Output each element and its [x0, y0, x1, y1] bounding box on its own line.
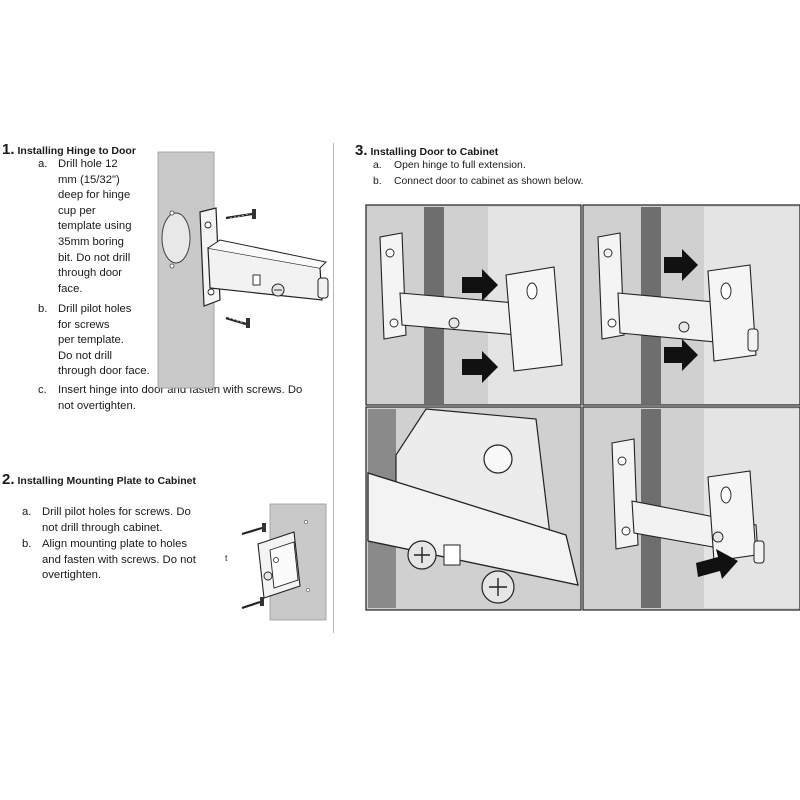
plate-hole [607, 318, 617, 328]
stray-mark: t [225, 553, 228, 563]
mounting-plate-inner [269, 541, 299, 589]
plate-hole [273, 557, 279, 563]
pilot-hole [304, 520, 308, 524]
step-line: Do not drill [58, 349, 112, 362]
pilot-hole [306, 588, 310, 592]
step-line: overtighten. [42, 569, 102, 582]
plate-screw [263, 571, 273, 581]
step-text: Connect door to cabinet as shown below. [394, 176, 584, 187]
step-line: face. [58, 282, 83, 295]
step-marker: a. [373, 160, 382, 171]
hinge-slot-closeup [443, 544, 461, 566]
mounting-plate-illustration [241, 503, 327, 621]
screw-bottom [241, 597, 264, 610]
section2-title: Installing Mounting Plate to Cabinet [17, 475, 197, 487]
hinge-end-cap [317, 277, 329, 299]
arrow-icon [462, 269, 498, 301]
plate-slot [720, 282, 732, 300]
step-line: deep for hinge [58, 189, 131, 202]
step-line: Drill pilot holes [58, 303, 132, 315]
column-divider [333, 143, 334, 633]
step-line: bit. Do not drill [58, 251, 131, 264]
section3-step-a: a. Open hinge to full extension. [373, 158, 773, 174]
hinge-arm [207, 247, 323, 301]
adjustment-screw [712, 531, 724, 543]
section3-title: Installing Door to Cabinet [370, 146, 499, 158]
step-line: through door [58, 267, 123, 280]
plate-hole [621, 526, 631, 536]
section2-number: 2. [2, 471, 15, 488]
step-marker: a. [38, 158, 48, 170]
step-marker: a. [22, 506, 32, 518]
step-line: not overtighten. [58, 399, 136, 412]
section1-title: Installing Hinge to Door [17, 145, 136, 157]
arrow-icon [664, 339, 698, 371]
arrow-icon [696, 549, 738, 579]
hinge-arm-closeup [367, 472, 579, 586]
mounting-plate [707, 470, 757, 562]
step-line: template using [58, 220, 132, 233]
step-line: Drill pilot holes for screws. Do [42, 506, 191, 518]
pilot-hole [169, 210, 175, 216]
plate-hole [603, 248, 613, 258]
hinge-end-cap [747, 328, 759, 352]
phillips-cross [414, 547, 430, 563]
section3-step-b: b. Connect door to cabinet as shown belo… [373, 174, 773, 190]
screw-bottom [225, 316, 250, 328]
pilot-hole [169, 263, 175, 269]
phillips-cross [489, 578, 507, 596]
section2-heading: 2.Installing Mounting Plate to Cabinet [2, 471, 196, 488]
section3-heading: 3.Installing Door to Cabinet [355, 142, 498, 159]
plate-slot-closeup [483, 444, 513, 474]
step-line: and fasten with screws. Do not [42, 553, 196, 566]
step-line: through door face. [58, 365, 150, 378]
step-line: not drill through cabinet. [42, 521, 163, 534]
step-line: cup per [58, 204, 96, 217]
plate-slot [526, 282, 538, 300]
step-line: Insert hinge into door and fasten with s… [58, 384, 303, 396]
section3-number: 3. [355, 142, 368, 159]
step-line: Align mounting plate to holes [42, 538, 188, 550]
cup-hole [161, 212, 191, 264]
plate-slot [720, 486, 732, 504]
adjustment-screw [448, 317, 460, 329]
step-line: Drill hole 12 [58, 158, 118, 170]
step-line: for screws [58, 318, 110, 331]
hinge-plate [597, 232, 625, 340]
mounting-plate [505, 266, 563, 372]
plate-hole [385, 248, 395, 258]
hinge-to-door-illustration [157, 151, 329, 389]
step-line: per template. [58, 334, 124, 347]
adjustment-screw [678, 321, 690, 333]
hinge-plate [611, 438, 639, 550]
hinge-arm-top [207, 239, 328, 269]
arrow-icon [664, 249, 698, 281]
arrow-icon [462, 351, 498, 383]
step-marker: c. [38, 384, 47, 396]
door-to-cabinet-grid [365, 204, 800, 611]
plate-screw-hole [207, 288, 215, 296]
step-line: mm (15/32") [58, 173, 120, 186]
hinge-end-cap [753, 540, 765, 564]
step-marker: b. [22, 538, 32, 550]
plate-hole [389, 318, 399, 328]
mounting-plate [707, 264, 757, 362]
hinge-plate [379, 232, 407, 340]
step-text: Open hinge to full extension. [394, 160, 526, 171]
screw-top [241, 523, 266, 536]
step-line: 35mm boring [58, 235, 124, 248]
plate-hole [617, 456, 627, 466]
section1-number: 1. [2, 141, 15, 158]
hinge-slot [252, 274, 261, 286]
plate-screw-hole [204, 221, 212, 229]
screw-top [225, 209, 256, 220]
step-marker: b. [373, 176, 382, 187]
section1-heading: 1.Installing Hinge to Door [2, 141, 136, 158]
step-marker: b. [38, 303, 48, 315]
